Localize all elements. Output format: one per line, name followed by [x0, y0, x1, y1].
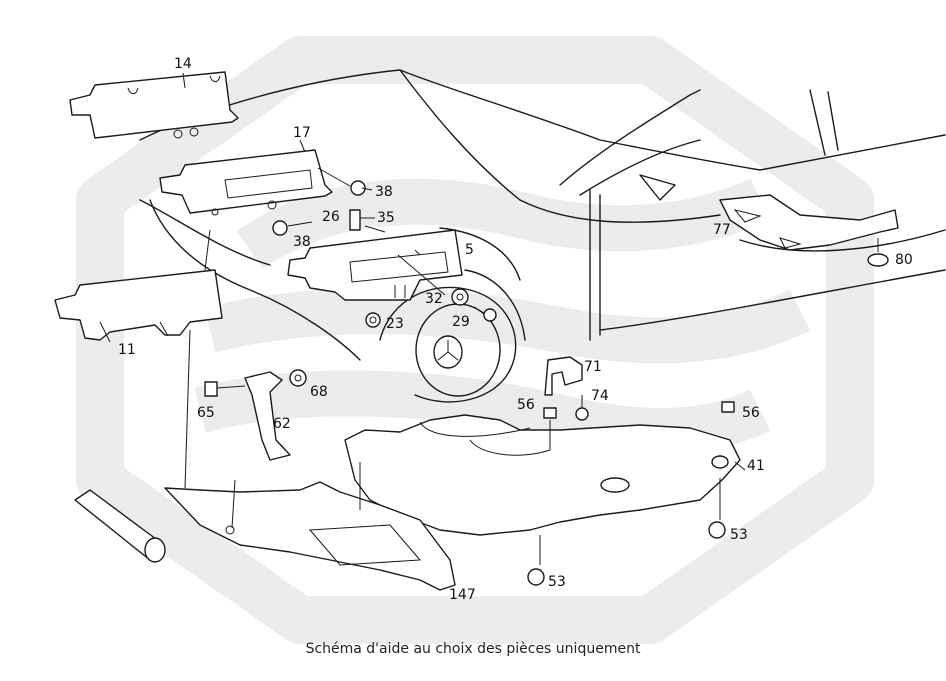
bolt-38-lower [272, 220, 313, 236]
part-17-panel [159, 149, 333, 216]
screw-53-right [708, 478, 726, 539]
callout-41: 41 [747, 458, 765, 474]
callout-53-center: 53 [548, 574, 566, 590]
part-77-bracket [719, 194, 899, 251]
callout-32: 32 [425, 291, 443, 307]
screw-53-center [527, 535, 545, 586]
callout-29: 29 [452, 314, 470, 330]
callout-74: 74 [591, 388, 609, 404]
pipe-part [74, 489, 166, 563]
clip-56-right [721, 401, 735, 413]
callout-35: 35 [377, 210, 395, 226]
bolt-65 [204, 381, 246, 397]
callout-80: 80 [895, 252, 913, 268]
washer-23 [365, 312, 381, 328]
callout-68: 68 [310, 384, 328, 400]
callout-56-left: 56 [517, 397, 535, 413]
bolt-38-upper [317, 167, 366, 196]
callout-labels: 14 17 38 26 35 38 5 32 29 23 11 77 80 65… [118, 56, 913, 603]
part-62-strap [244, 371, 291, 461]
callout-14: 14 [174, 56, 192, 72]
part-5-panel [287, 229, 463, 301]
part-14-panel [69, 71, 239, 139]
callout-23: 23 [386, 316, 404, 332]
washer-32 [451, 288, 469, 306]
clip-56-left [543, 407, 557, 419]
callout-62: 62 [273, 416, 291, 432]
bolt-29 [473, 306, 497, 322]
callout-56-right: 56 [742, 405, 760, 421]
nut-68 [289, 369, 307, 387]
callout-65: 65 [197, 405, 215, 421]
part-11-panel [54, 269, 223, 343]
callout-5: 5 [465, 242, 474, 258]
caption: Schéma d'aide au choix des pièces unique… [305, 641, 641, 657]
callout-11: 11 [118, 342, 136, 358]
callout-38-lower: 38 [293, 234, 311, 250]
screw-74 [575, 395, 589, 421]
callout-53-right: 53 [730, 527, 748, 543]
leader-lines [182, 72, 746, 529]
car-body-outline [139, 69, 946, 361]
lower-shield [164, 481, 456, 591]
callout-26: 26 [322, 209, 340, 225]
callout-147: 147 [449, 587, 476, 603]
part-71-bracket [544, 356, 583, 396]
callout-17: 17 [293, 125, 311, 141]
callout-38-upper: 38 [375, 184, 393, 200]
callout-71: 71 [584, 359, 602, 375]
clip-35 [349, 209, 386, 233]
callout-77: 77 [713, 222, 731, 238]
part-80-nut [867, 238, 889, 267]
